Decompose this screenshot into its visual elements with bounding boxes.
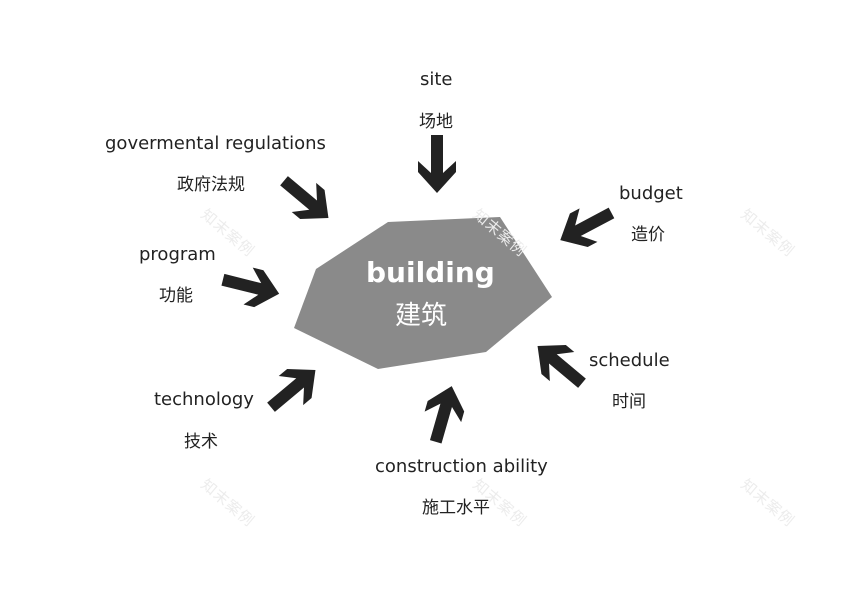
factor-technology-cn: 技术 xyxy=(184,432,218,452)
factor-technology-en: technology xyxy=(154,389,254,410)
factor-construction-ability-en: construction ability xyxy=(375,456,548,477)
factor-program-cn: 功能 xyxy=(159,286,193,306)
arrow-site xyxy=(418,135,456,193)
factor-schedule-cn: 时间 xyxy=(612,392,646,412)
factor-regulations-en: govermental regulations xyxy=(105,133,326,154)
center-label-cn: 建筑 xyxy=(395,301,448,331)
arrow-program xyxy=(221,267,280,308)
arrow-schedule xyxy=(537,344,586,388)
arrow-technology xyxy=(267,368,316,412)
factor-budget-cn: 造价 xyxy=(631,225,665,245)
factor-site-cn: 场地 xyxy=(419,112,453,132)
factor-budget-en: budget xyxy=(619,183,683,204)
building-shape xyxy=(294,217,552,369)
factor-construction-ability-cn: 施工水平 xyxy=(422,498,490,518)
factor-program-en: program xyxy=(139,244,216,265)
factor-regulations-cn: 政府法规 xyxy=(177,175,245,195)
arrow-construction xyxy=(424,386,465,444)
factor-schedule-en: schedule xyxy=(589,350,670,371)
center-label-en: building xyxy=(366,256,495,289)
factor-site-en: site xyxy=(420,69,453,90)
arrow-budget xyxy=(560,207,615,248)
arrow-regulations xyxy=(280,176,329,220)
